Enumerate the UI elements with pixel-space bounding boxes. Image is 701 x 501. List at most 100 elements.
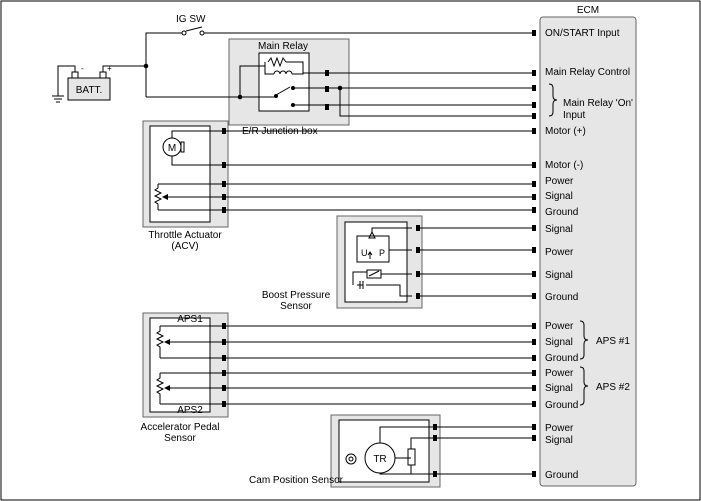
battery-ground-wire: [57, 65, 76, 96]
ecm-pin: [532, 385, 536, 391]
ecm-pin: [532, 271, 536, 277]
aps-pin: [222, 339, 226, 345]
aps2-wiper-arrow: [164, 385, 170, 391]
ecm-pin: [532, 435, 536, 441]
ecm-pin-cam-signal: Signal: [545, 435, 573, 446]
boost-up-element: [356, 235, 390, 263]
relay-junction-dot: [237, 94, 243, 100]
acv-inner: [149, 125, 211, 223]
ecm-pin: [532, 225, 536, 231]
ecm-pin-boost-signal-1: Signal: [545, 224, 573, 235]
boost-pin: [416, 225, 420, 231]
ecm-pin: [532, 181, 536, 187]
ecm-pin-on-start: ON/START Input: [545, 28, 620, 39]
cam-pin: [433, 435, 437, 441]
ecm-pin: [532, 370, 536, 376]
aps2-wires: [160, 372, 224, 405]
acv-potentiometer: [153, 184, 163, 210]
ecm-pin: [532, 355, 536, 361]
boost-pin: [416, 247, 420, 253]
ecm-pin: [532, 293, 536, 299]
ground-symbol: [52, 95, 64, 103]
boost-transducer-marks: [367, 230, 376, 259]
main-relay-title: Main Relay: [258, 41, 308, 52]
ecm-pin: [532, 102, 536, 108]
ecm-pin-acv-ground: Ground: [545, 207, 578, 218]
aps-pin: [222, 401, 226, 407]
throttle-actuator: M Throttle Actuator (ACV): [142, 120, 229, 252]
aps2-potentiometer: [155, 373, 165, 404]
ecm-block: ECM ON/START Input Main Relay Control Mo…: [539, 5, 637, 487]
acv-pin: [222, 128, 226, 134]
ecm-pin: [532, 70, 536, 76]
boost-pressure-sensor: U P Boost Pressure Sensor: [262, 215, 423, 312]
ecm-pin-labels: ON/START Input Main Relay Control Motor …: [545, 28, 630, 481]
aps2-label: APS2: [177, 405, 203, 416]
aps1-label: APS1: [177, 314, 203, 325]
aps2-group-label: APS #2: [596, 382, 630, 393]
relay-coil: [273, 70, 293, 75]
relay-pin-2: [325, 86, 329, 92]
ecm-pin: [532, 194, 536, 200]
acv-pot-wires: [158, 183, 224, 211]
ecm-pin-aps2-signal: Signal: [545, 383, 573, 394]
cam-tr-label: TR: [373, 454, 386, 465]
ecm-pin-acv-signal: Signal: [545, 191, 573, 202]
aps2-brace: [579, 366, 589, 406]
battery-box: [67, 77, 111, 101]
ig-sw-lever: [185, 26, 203, 32]
boost-u: U: [361, 248, 368, 258]
aps-pin: [222, 323, 226, 329]
aps1-group-label: APS #1: [596, 336, 630, 347]
ecm-pin: [532, 162, 536, 168]
ecm-pin-aps2-ground: Ground: [545, 400, 578, 411]
ecm-title: ECM: [577, 5, 599, 16]
relay-switch: [275, 86, 291, 96]
boost-coil-slash: [368, 270, 380, 277]
aps1-wires: [160, 325, 224, 359]
main-relay-on-label-2: Input: [563, 110, 585, 121]
ecm-pin: [532, 339, 536, 345]
acv-label-2: (ACV): [171, 241, 198, 252]
main-relay-out-branch: [339, 88, 533, 117]
ecm-pin: [532, 207, 536, 213]
cam-pin: [433, 471, 437, 477]
ecm-pin: [532, 401, 536, 407]
relay-pin-3: [325, 104, 329, 110]
ig-sw-contact-a: [181, 30, 187, 36]
main-relay-on-brace: [548, 83, 558, 117]
ecm-pin: [532, 30, 536, 36]
acv-motor-label: M: [168, 143, 176, 154]
ecm-pin-acv-power: Power: [545, 176, 574, 187]
boost-capacitor: [352, 271, 367, 289]
cam-gear-hub: [348, 456, 354, 462]
acv-pin: [222, 181, 226, 187]
boost-pin: [416, 293, 420, 299]
boost-label-2: Sensor: [280, 301, 312, 312]
ecm-pin: [532, 128, 536, 134]
battery-minus: -: [81, 64, 84, 73]
ecm-pin-boost-ground: Ground: [545, 292, 578, 303]
ecm-pin: [532, 113, 536, 119]
boost-p: P: [379, 248, 385, 258]
ecm-box: [539, 16, 637, 487]
ecm-pin-cam-power: Power: [545, 423, 574, 434]
battery-pos-terminal: [99, 71, 107, 79]
ig-feed-wire: [145, 32, 183, 97]
harness-wires: [226, 130, 533, 475]
ecm-pin-boost-power: Power: [545, 247, 574, 258]
acv-pin: [222, 207, 226, 213]
aps-pin: [222, 370, 226, 376]
ecm-pin-aps1-ground: Ground: [545, 353, 578, 364]
ecm-pin-boost-signal-2: Signal: [545, 270, 573, 281]
component-pins: [222, 128, 437, 477]
aps-label-1: Accelerator Pedal: [141, 422, 220, 433]
ig-sw-contact-b: [199, 30, 205, 36]
aps-label-2: Sensor: [164, 433, 196, 444]
ecm-pin-cam-ground: Ground: [545, 470, 578, 481]
battery: BATT. - +: [52, 64, 146, 103]
ecm-pin: [532, 424, 536, 430]
ecm-pin-aps1-power: Power: [545, 321, 574, 332]
